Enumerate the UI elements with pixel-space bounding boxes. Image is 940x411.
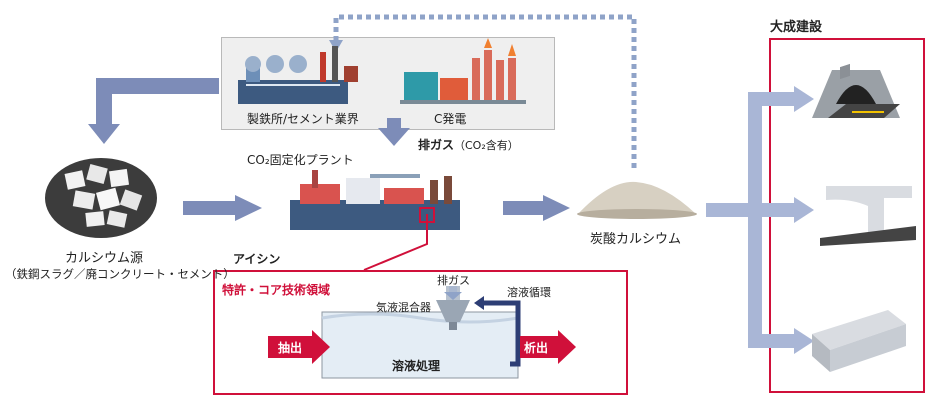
patent-exhaust-label: 排ガス bbox=[437, 274, 470, 287]
power-plant-icon bbox=[400, 38, 526, 104]
steel-factory-icon bbox=[238, 46, 358, 104]
co2-plant-icon bbox=[290, 170, 460, 230]
recycle-dotted-line bbox=[333, 14, 637, 168]
calcium-source-sub: （鉄鋼スラグ／廃コンクリート・セメント） bbox=[5, 267, 235, 281]
circulation-arrow bbox=[484, 300, 521, 367]
branch-arrow-tunnel bbox=[794, 86, 814, 112]
extract-label: 抽出 bbox=[278, 341, 303, 355]
power-plant-label: C発電 bbox=[434, 112, 467, 126]
circulation-label: 溶液循環 bbox=[507, 286, 551, 299]
calcium-source-rocks-icon bbox=[45, 158, 157, 238]
factory-to-source-arrow bbox=[96, 78, 219, 126]
source-to-plant-arrow bbox=[235, 195, 262, 221]
calcium-source-label: カルシウム源 bbox=[65, 251, 144, 266]
bridge-icon bbox=[820, 186, 916, 246]
plant-to-product-arrow bbox=[543, 195, 570, 221]
exhaust-note: （CO₂含有） bbox=[454, 139, 519, 152]
solution-process-label: 溶液処理 bbox=[392, 359, 441, 373]
mixer-label: 気液混合器 bbox=[376, 301, 431, 314]
exhaust-label: 排ガス bbox=[418, 138, 455, 152]
tunnel-icon bbox=[812, 70, 900, 118]
calcium-carbonate-pile-icon bbox=[577, 181, 697, 219]
precipitate-label: 析出 bbox=[524, 341, 549, 355]
precipitate-arrow bbox=[520, 330, 576, 364]
exhaust-down-arrow bbox=[378, 128, 410, 146]
plant-label: CO₂固定化プラント bbox=[247, 153, 354, 167]
branch-arrow-bridge bbox=[794, 197, 814, 223]
aisin-label: アイシン bbox=[233, 252, 281, 266]
extract-arrow bbox=[268, 330, 330, 364]
product-label: 炭酸カルシウム bbox=[590, 232, 682, 247]
concrete-blocks-icon bbox=[812, 63, 906, 372]
solution-tank bbox=[321, 311, 519, 379]
branch-arrow-block bbox=[794, 328, 814, 354]
patent-title: 特許・コア技術領域 bbox=[222, 283, 331, 297]
plant-to-patent-connector bbox=[363, 214, 428, 271]
taisei-label: 大成建設 bbox=[770, 20, 823, 35]
steel-cement-label: 製鉄所/セメント業界 bbox=[247, 112, 359, 126]
